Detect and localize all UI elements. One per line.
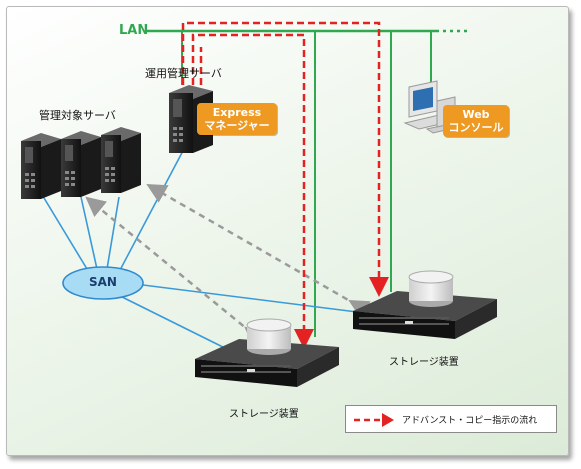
storage-left-label: ストレージ装置 bbox=[229, 409, 299, 420]
lan-label: LAN bbox=[119, 23, 149, 38]
storage-device-right-icon bbox=[353, 270, 497, 339]
storage-right-label: ストレージ装置 bbox=[389, 357, 459, 368]
express-tag-line2: マネージャー bbox=[204, 119, 270, 132]
managed-server-icon bbox=[101, 127, 141, 193]
san-label: SAN bbox=[89, 275, 117, 289]
managed-servers-label: 管理対象サーバ bbox=[39, 109, 116, 122]
express-manager-tag: Express マネージャー bbox=[197, 103, 277, 135]
express-tag-line1: Express bbox=[212, 106, 262, 119]
web-tag-line1: Web bbox=[462, 108, 490, 121]
network-diagram bbox=[21, 21, 497, 387]
managed-server-icon bbox=[21, 133, 61, 199]
san-node bbox=[62, 266, 144, 300]
legend: アドバンスト・コピー指示の流れ bbox=[345, 405, 557, 433]
managed-server-icon bbox=[61, 131, 101, 197]
copy-instruction-path bbox=[181, 21, 389, 349]
web-console-tag: Web コンソール bbox=[443, 105, 509, 137]
lan-line bbox=[145, 29, 467, 337]
diagram-frame: LAN SAN 運用管理サーバ 管理対象サーバ Express マネージャー W… bbox=[6, 6, 569, 456]
mgmt-server-label: 運用管理サーバ bbox=[145, 67, 222, 80]
legend-arrow-icon bbox=[354, 413, 394, 427]
web-tag-line2: コンソール bbox=[448, 121, 504, 134]
copy-data-path bbox=[85, 184, 371, 348]
legend-text: アドバンスト・コピー指示の流れ bbox=[402, 416, 538, 426]
storage-device-left-icon bbox=[195, 318, 339, 387]
